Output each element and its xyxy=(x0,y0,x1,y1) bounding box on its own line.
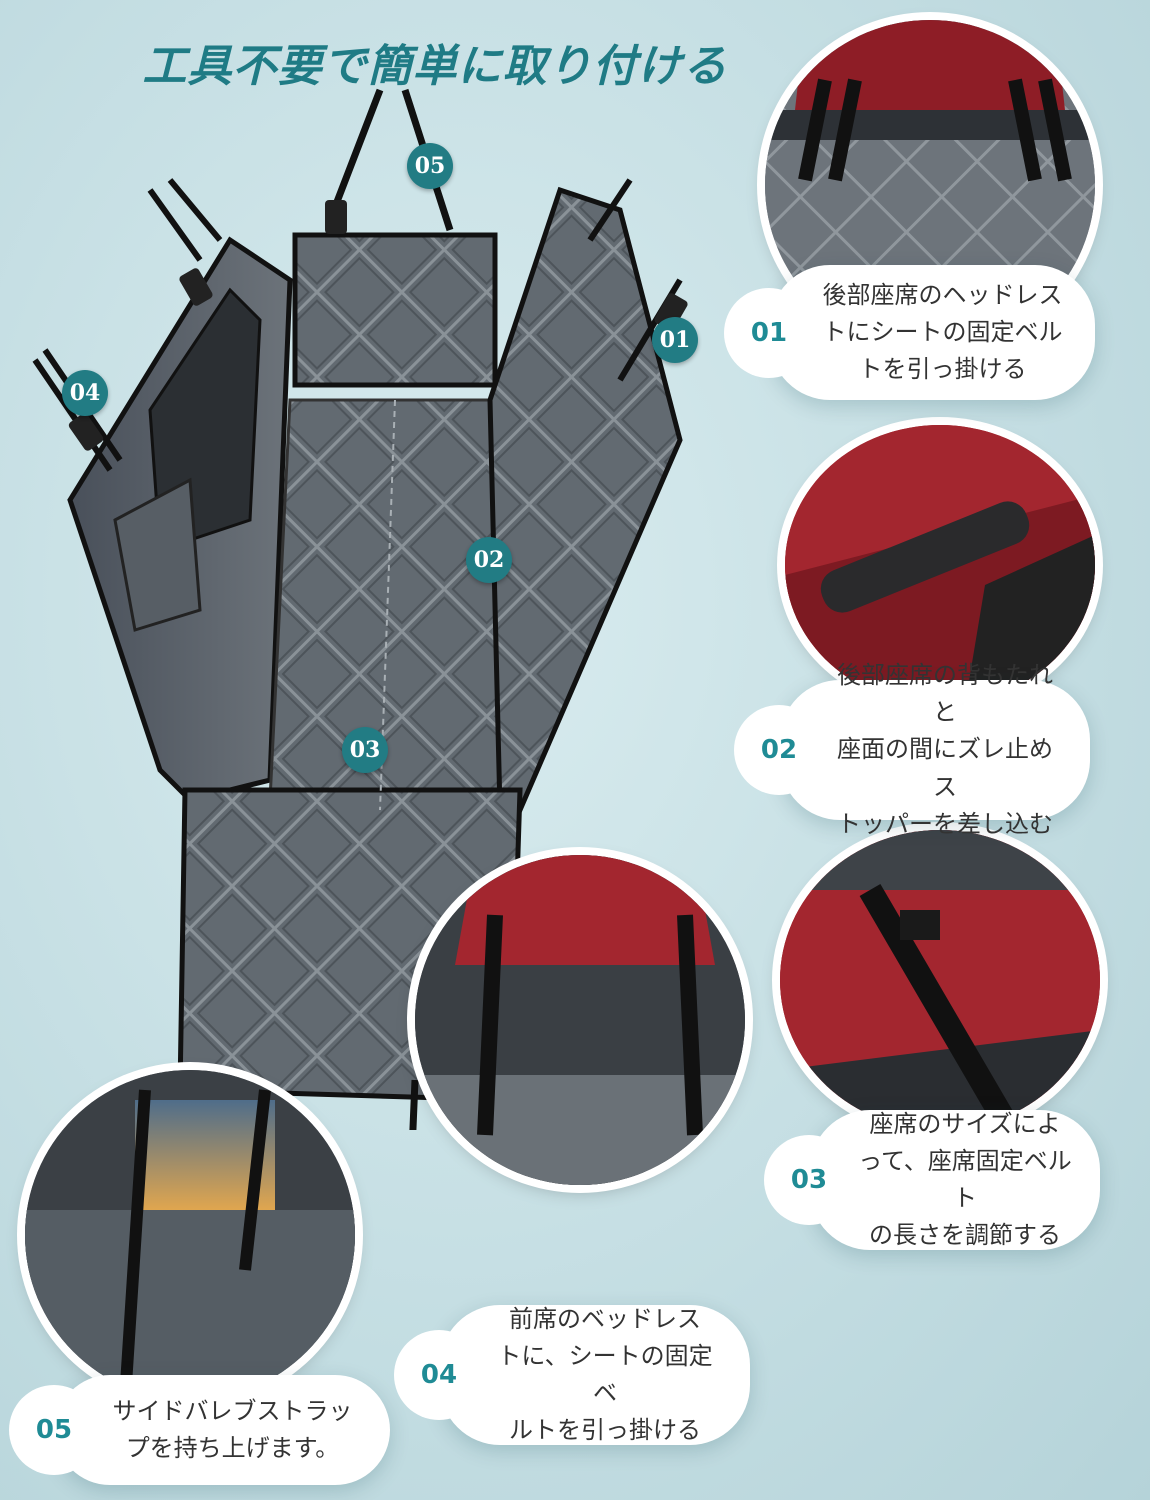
badge-03-main: 03 xyxy=(342,727,388,773)
callout-01-text: 後部座席のヘッドレス トにシートの固定ベル トを引っ掛ける xyxy=(822,280,1063,384)
callout-04-text: 前席のベッドレス トに、シートの固定ベ ルトを引っ掛ける xyxy=(497,1304,713,1445)
callout-02-number: 02 xyxy=(734,705,824,795)
callout-04: 04 前席のベッドレス トに、シートの固定ベ ルトを引っ掛ける xyxy=(394,1305,750,1445)
photo-side-barrier xyxy=(25,1070,355,1400)
badge-01-main: 01 xyxy=(652,317,698,363)
callout-05-number: 05 xyxy=(9,1385,99,1475)
callout-05: 05 サイドバレブストラッ プを持ち上げます。 xyxy=(9,1375,390,1485)
badge-05-main: 05 xyxy=(407,143,453,189)
callout-01-number: 01 xyxy=(724,287,814,378)
badge-02-main: 02 xyxy=(466,537,512,583)
callout-03: 03 座席のサイズによ って、座席固定ベルト の長さを調節する xyxy=(764,1110,1100,1250)
photo-seat-stopper xyxy=(785,425,1095,705)
callout-02: 02 後部座席の背もたれと 座面の間にズレ止めス トッパーを差し込む xyxy=(734,661,1090,838)
callout-03-text: 座席のサイズによ って、座席固定ベルト の長さを調節する xyxy=(858,1109,1072,1250)
callout-02-text: 後部座席の背もたれと 座面の間にズレ止めス トッパーを差し込む xyxy=(837,661,1053,838)
photo-front-headrest xyxy=(415,855,745,1185)
callout-03-number: 03 xyxy=(764,1135,854,1225)
callout-04-number: 04 xyxy=(394,1330,484,1420)
photo-belt-adjust xyxy=(780,830,1100,1130)
callout-05-text: サイドバレブストラッ プを持ち上げます。 xyxy=(112,1396,353,1462)
badge-04-main: 04 xyxy=(62,370,108,416)
callout-01: 01 後部座席のヘッドレス トにシートの固定ベル トを引っ掛ける xyxy=(724,265,1095,400)
page-title: 工具不要で簡単に取り付ける xyxy=(142,41,728,92)
